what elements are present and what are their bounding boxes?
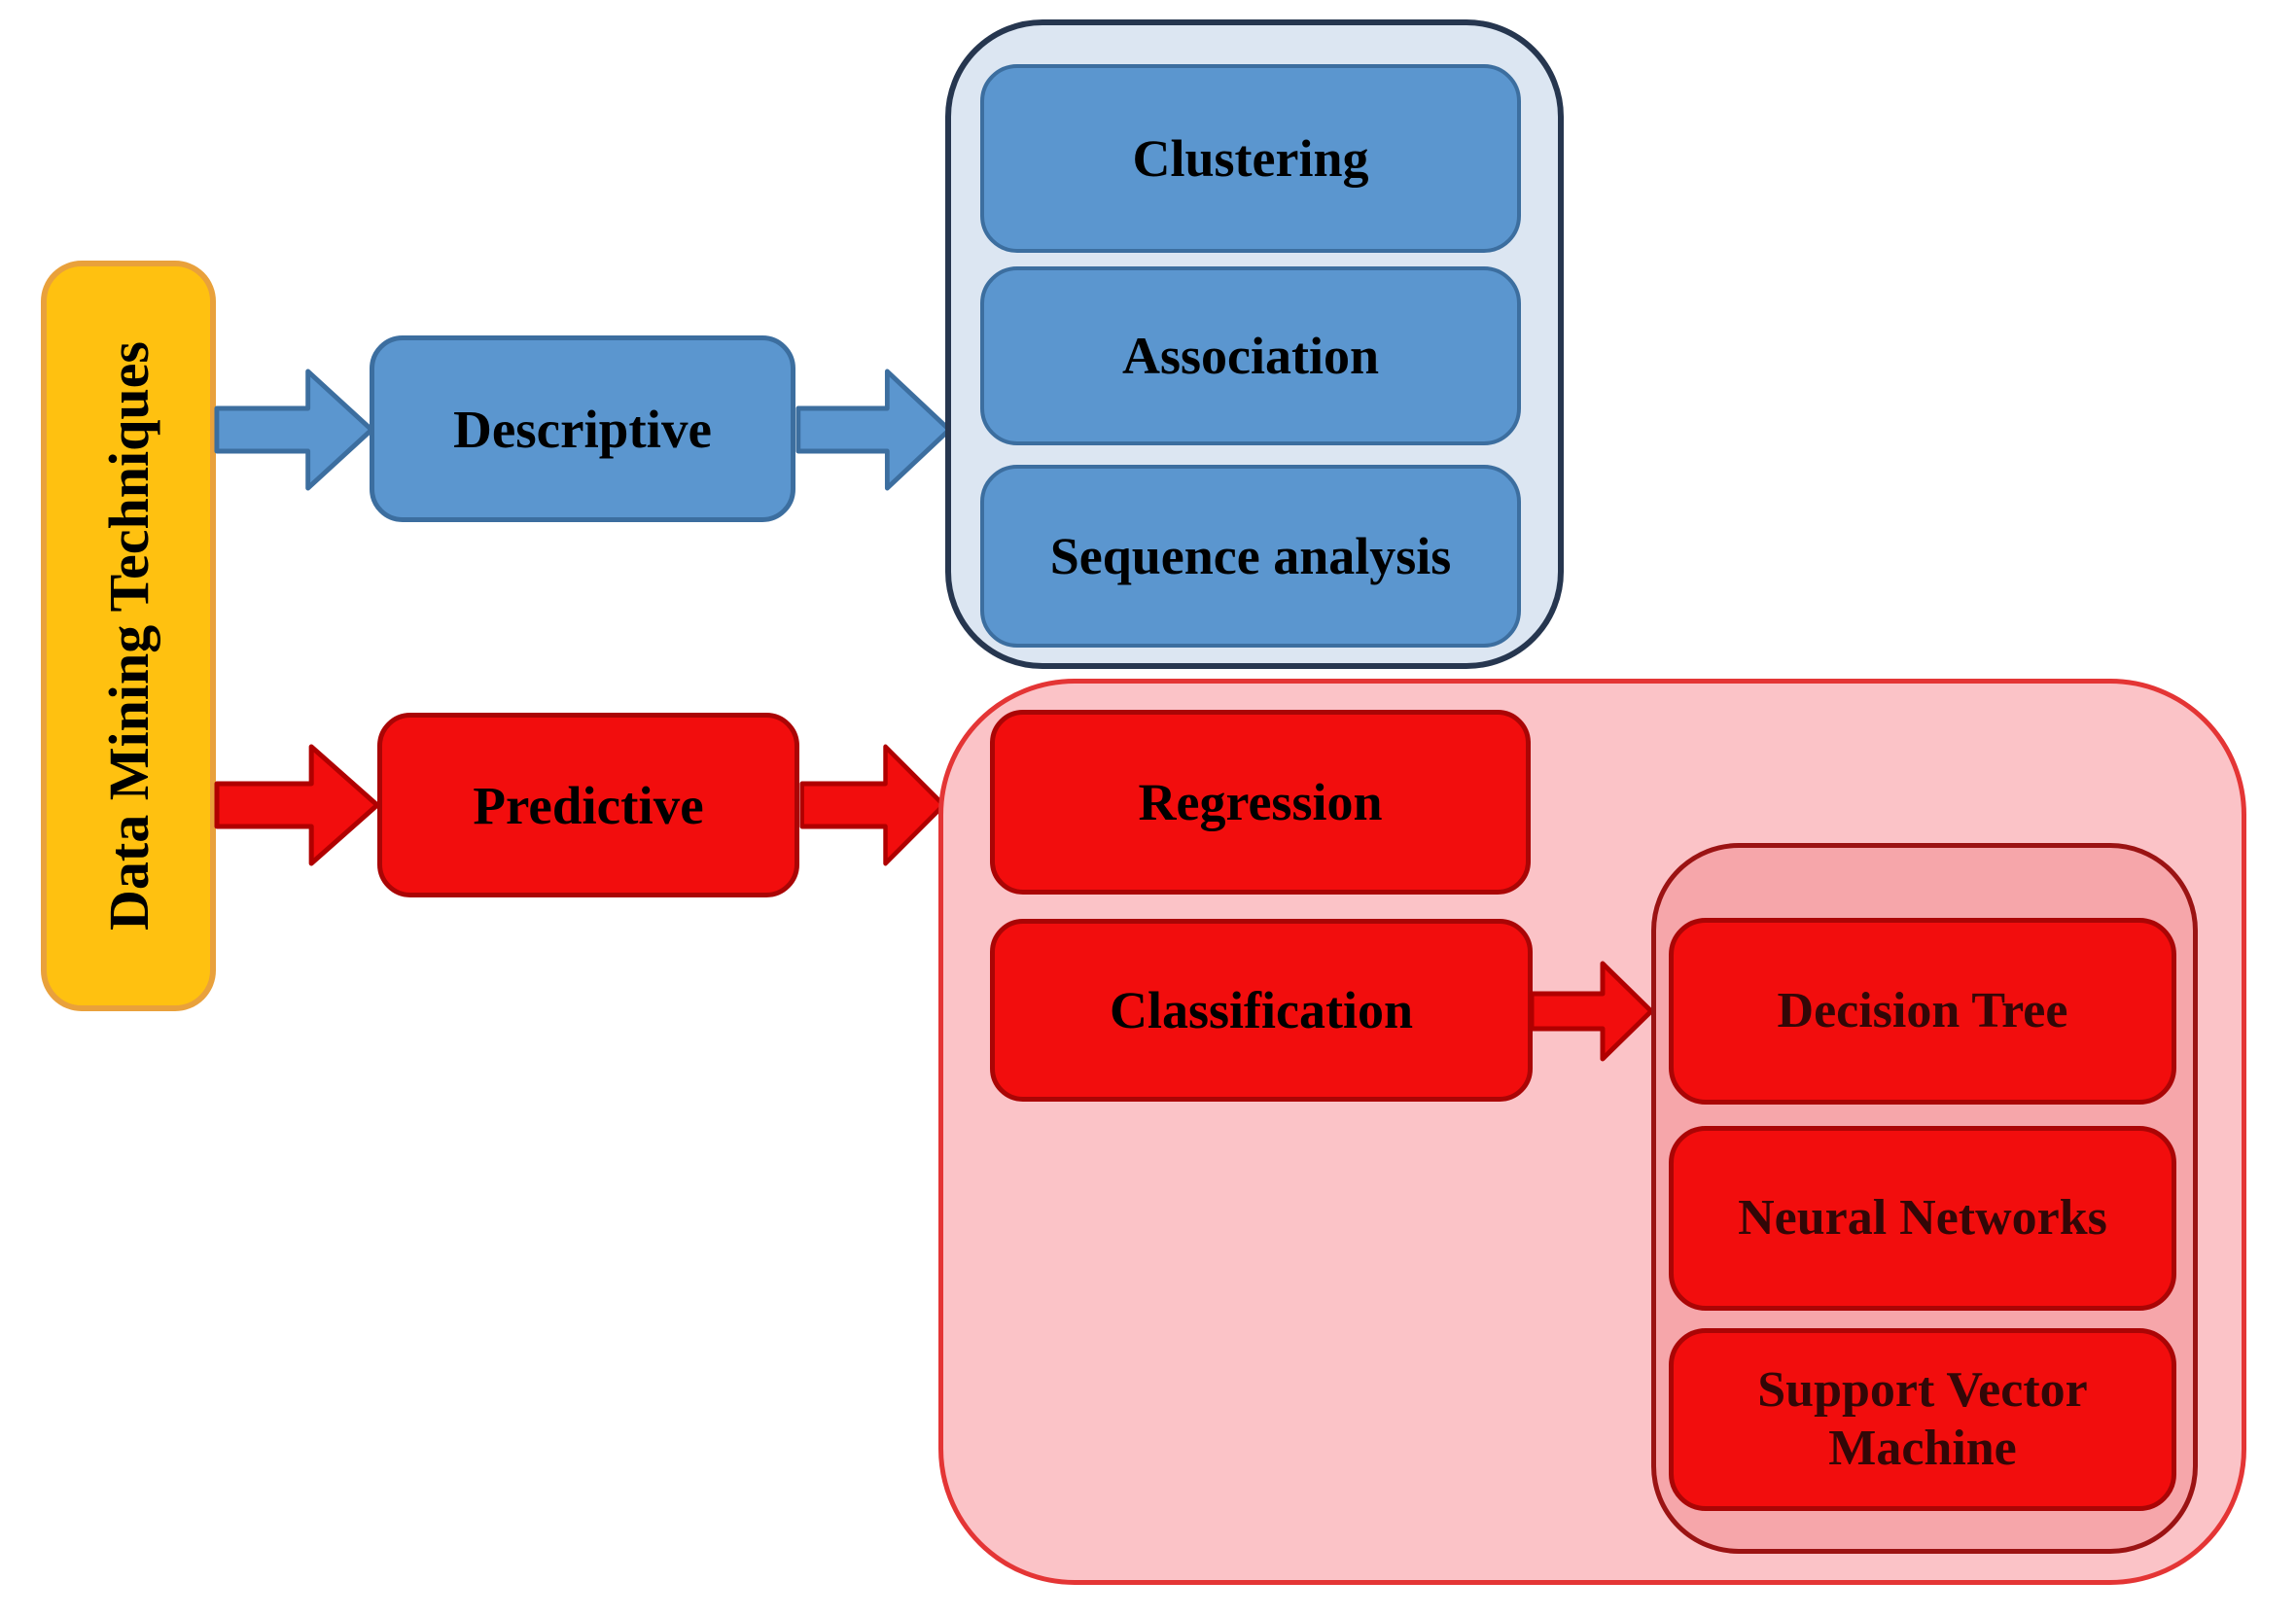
regression-node: Regression	[990, 710, 1531, 895]
regression-node-label: Regression	[1138, 773, 1383, 831]
arrow-shape	[795, 369, 952, 491]
sequence-analysis-node: Sequence analysis	[980, 465, 1521, 648]
support-vector-machine-node: Support Vector Machine	[1669, 1328, 2176, 1511]
association-node: Association	[980, 266, 1521, 445]
root-node: Data Mining Techniques	[41, 261, 216, 1011]
support-vector-machine-node-label: Support Vector Machine	[1757, 1362, 2088, 1476]
clustering-node-label: Clustering	[1132, 129, 1369, 188]
predictive-node: Predictive	[377, 713, 799, 897]
arrow-shape	[214, 744, 380, 866]
classification-node: Classification	[990, 919, 1533, 1102]
arrow-shape	[1529, 961, 1654, 1062]
arrow-predictive-to-methods-icon	[799, 744, 946, 866]
arrow-descriptive-to-methods-icon	[795, 369, 952, 491]
predictive-node-label: Predictive	[473, 775, 704, 835]
arrow-shape	[214, 369, 374, 491]
arrow-root-to-predictive-icon	[214, 744, 380, 866]
descriptive-node-label: Descriptive	[453, 399, 712, 459]
decision-tree-node: Decision Tree	[1669, 918, 2176, 1105]
root-node-label: Data Mining Techniques	[96, 341, 160, 931]
decision-tree-node-label: Decision Tree	[1777, 983, 2068, 1039]
sequence-analysis-node-label: Sequence analysis	[1049, 527, 1452, 585]
arrow-classification-to-methods-icon	[1529, 961, 1654, 1062]
neural-networks-node: Neural Networks	[1669, 1126, 2176, 1311]
association-node-label: Association	[1121, 327, 1379, 385]
neural-networks-node-label: Neural Networks	[1738, 1190, 2107, 1247]
arrow-root-to-descriptive-icon	[214, 369, 374, 491]
clustering-node: Clustering	[980, 64, 1521, 253]
descriptive-node: Descriptive	[370, 335, 795, 522]
arrow-shape	[799, 744, 946, 866]
classification-node-label: Classification	[1109, 981, 1413, 1039]
